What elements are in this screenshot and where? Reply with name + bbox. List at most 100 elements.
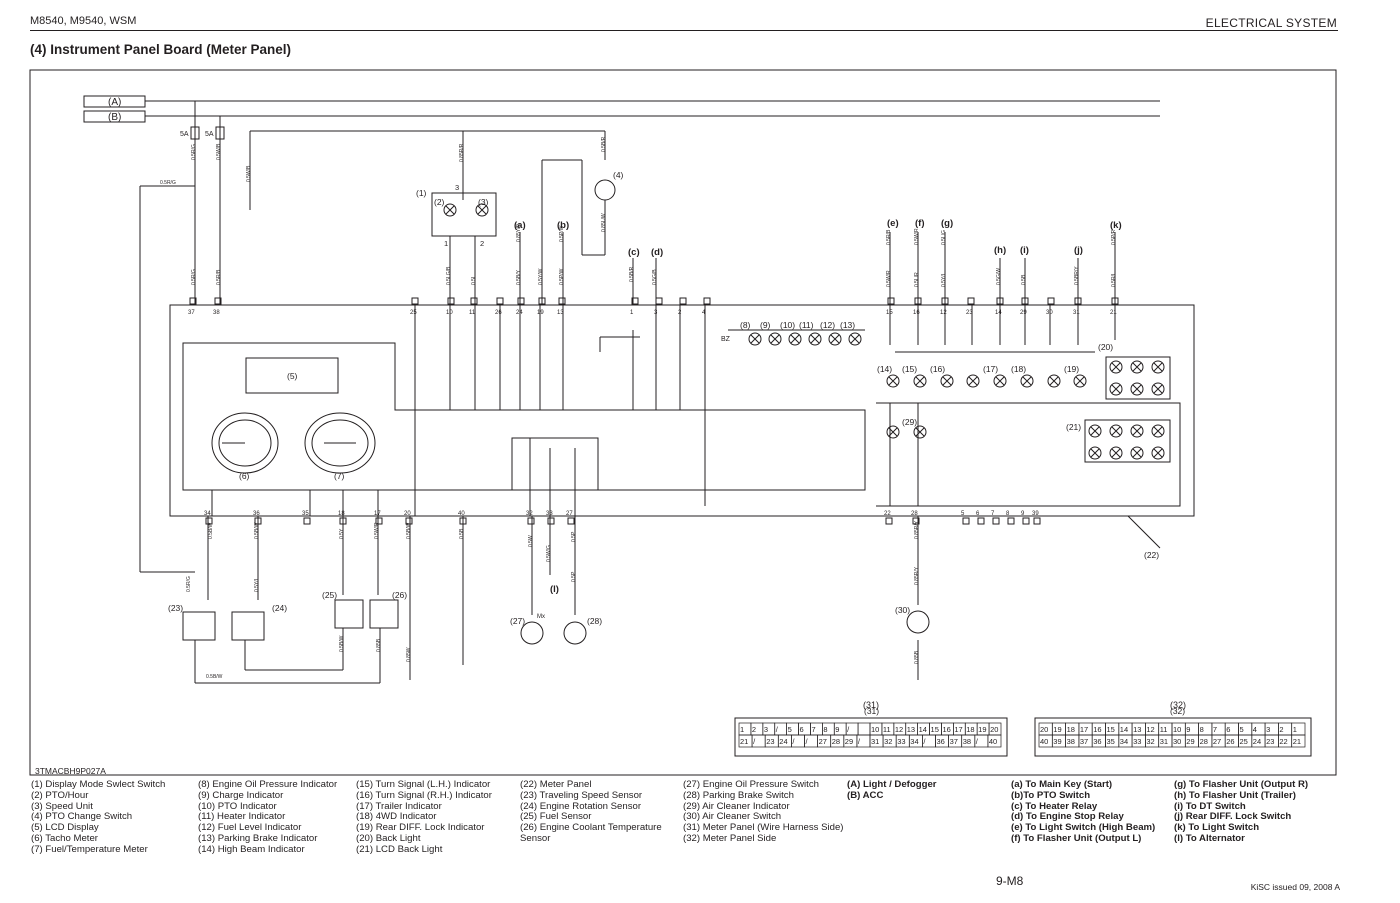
pin-label: 9	[1021, 511, 1025, 517]
legend-item: (10) PTO Indicator	[198, 800, 277, 812]
indicator-lamp-cross	[810, 334, 820, 344]
wire-label: 0.5R/B	[886, 229, 892, 245]
legend-col-2: (8) Engine Oil Pressure Indicator(9) Cha…	[198, 779, 338, 856]
lcd-back-light-lamp-cross	[1090, 426, 1100, 436]
callout-label: (22)	[1144, 550, 1159, 560]
connector-32-pin: 18	[1067, 725, 1075, 734]
wire-label: 0.5B/W	[406, 522, 412, 539]
pin-label: 28	[911, 511, 918, 517]
legend-item: (a) To Main Key (Start)	[1011, 779, 1113, 790]
pin-terminal	[567, 517, 575, 525]
pin-terminal	[977, 517, 985, 525]
lcd-back-light-lamp-cross	[1111, 426, 1121, 436]
wire-label: 0.5W/R	[914, 228, 920, 245]
pin-terminal	[303, 517, 311, 525]
pin-number: 2	[480, 239, 484, 248]
wire-label: 0.5R/G	[191, 269, 197, 285]
indicator-lamp-cross	[1049, 376, 1059, 386]
connector-31-pin: 15	[931, 725, 939, 734]
fuel-temp-meter	[304, 412, 376, 474]
lcd-back-light-box	[1084, 419, 1171, 463]
legend-item: (29) Air Cleaner Indicator	[683, 800, 790, 812]
pto-switch-contact	[475, 203, 489, 217]
wire-label: 0.5LG/B	[446, 266, 452, 285]
connector-31-pin: 11	[883, 725, 891, 734]
callout-label: (15)	[902, 364, 917, 374]
wire-label: 0.5R/L	[1111, 272, 1117, 287]
back-light-lamp-cross	[1153, 362, 1163, 372]
callout-label: (26)	[392, 590, 407, 600]
callout-label: (29)	[902, 417, 917, 427]
connector-32-pin: 35	[1107, 737, 1115, 746]
wire-label: 0.5B/Y	[516, 269, 522, 285]
connector-31-pin: 21	[740, 737, 748, 746]
callout-label: (20)	[1098, 342, 1113, 352]
pin-terminal	[558, 297, 566, 305]
connector-31-pin: 10	[871, 725, 879, 734]
connector-31-pin: 1	[740, 725, 744, 734]
pin-label: 4	[702, 310, 706, 316]
sensor-box	[511, 437, 599, 491]
bus-b-terminal	[83, 110, 146, 123]
legend-col-5: (27) Engine Oil Pressure Switch(28) Park…	[683, 779, 844, 845]
lcd-back-light-lamp-cross	[1090, 448, 1100, 458]
wire-label: 0.5Y/W	[538, 268, 544, 285]
back-light-lamp	[1130, 360, 1144, 374]
connector-32-pin: 19	[1053, 725, 1061, 734]
fuse-1	[190, 126, 200, 140]
pin-terminal	[1047, 297, 1055, 305]
legend-item: (B) ACC	[847, 789, 884, 801]
legend-item: (c) To Heater Relay	[1011, 800, 1098, 812]
connector-31-pin: 31	[871, 737, 879, 746]
lamp-box	[876, 402, 1181, 507]
callout-label: (11)	[799, 320, 814, 330]
legend-item: (A) Light / Defogger	[847, 779, 937, 790]
connector-32-pin: 10	[1173, 725, 1181, 734]
legend-item: (23) Traveling Speed Sensor	[520, 789, 643, 801]
output-label: (b)	[557, 220, 569, 231]
lcd-back-light-lamp-cross	[1111, 448, 1121, 458]
bus-b-label: (B)	[108, 112, 121, 123]
callout-label: (19)	[1064, 364, 1079, 374]
connector-32-pin: 13	[1133, 725, 1141, 734]
legend-item: (31) Meter Panel (Wire Harness Side)	[683, 822, 844, 834]
pin-label: 13	[557, 310, 564, 316]
pin-label: 2	[678, 310, 682, 316]
back-light-lamp	[1109, 360, 1123, 374]
page-title: (4) Instrument Panel Board (Meter Panel)	[30, 42, 292, 57]
connector-31-pin: /	[858, 737, 861, 746]
pin-label: 6	[976, 511, 980, 517]
indicator-lamp	[886, 374, 900, 388]
pin-terminal	[517, 297, 525, 305]
pin-terminal	[470, 297, 478, 305]
pto-switch-contact-cross	[477, 205, 487, 215]
pin-label: 1	[630, 310, 634, 316]
connector-32-pin: 31	[1160, 737, 1168, 746]
pin-terminal	[679, 297, 687, 305]
lcd-back-light-lamp	[1109, 424, 1123, 438]
connector-32-pin: 14	[1120, 725, 1128, 734]
indicator-lamp	[1047, 374, 1061, 388]
connector-31-pin: 20	[990, 725, 998, 734]
connector-32-pin: 26	[1226, 737, 1234, 746]
coolant-temp-sensor	[369, 599, 399, 629]
pin-label: 8	[1006, 511, 1010, 517]
callout-label: (9)	[760, 320, 771, 330]
pin-label: 11	[469, 310, 476, 316]
indicator-lamp-cross	[850, 334, 860, 344]
legend-col-4: (22) Meter Panel(23) Traveling Speed Sen…	[520, 779, 662, 845]
indicator-lamp	[993, 374, 1007, 388]
callout-label: (6)	[239, 471, 250, 481]
pin-label: 38	[213, 310, 220, 316]
callout-label: (25)	[322, 590, 337, 600]
legend-item: (8) Engine Oil Pressure Indicator	[198, 779, 338, 790]
output-label: (f)	[915, 218, 925, 229]
legend-item: (g) To Flasher Unit (Output R)	[1174, 779, 1309, 790]
connector-32-cell	[1291, 734, 1306, 748]
lcd-back-light-lamp	[1130, 446, 1144, 460]
output-label: (e)	[887, 218, 899, 229]
wire-label: 0.5Y	[339, 528, 345, 539]
legend-item: (d) To Engine Stop Relay	[1011, 811, 1124, 823]
pto-switch-contact-cross	[445, 205, 455, 215]
pin-label: 5	[961, 511, 965, 517]
